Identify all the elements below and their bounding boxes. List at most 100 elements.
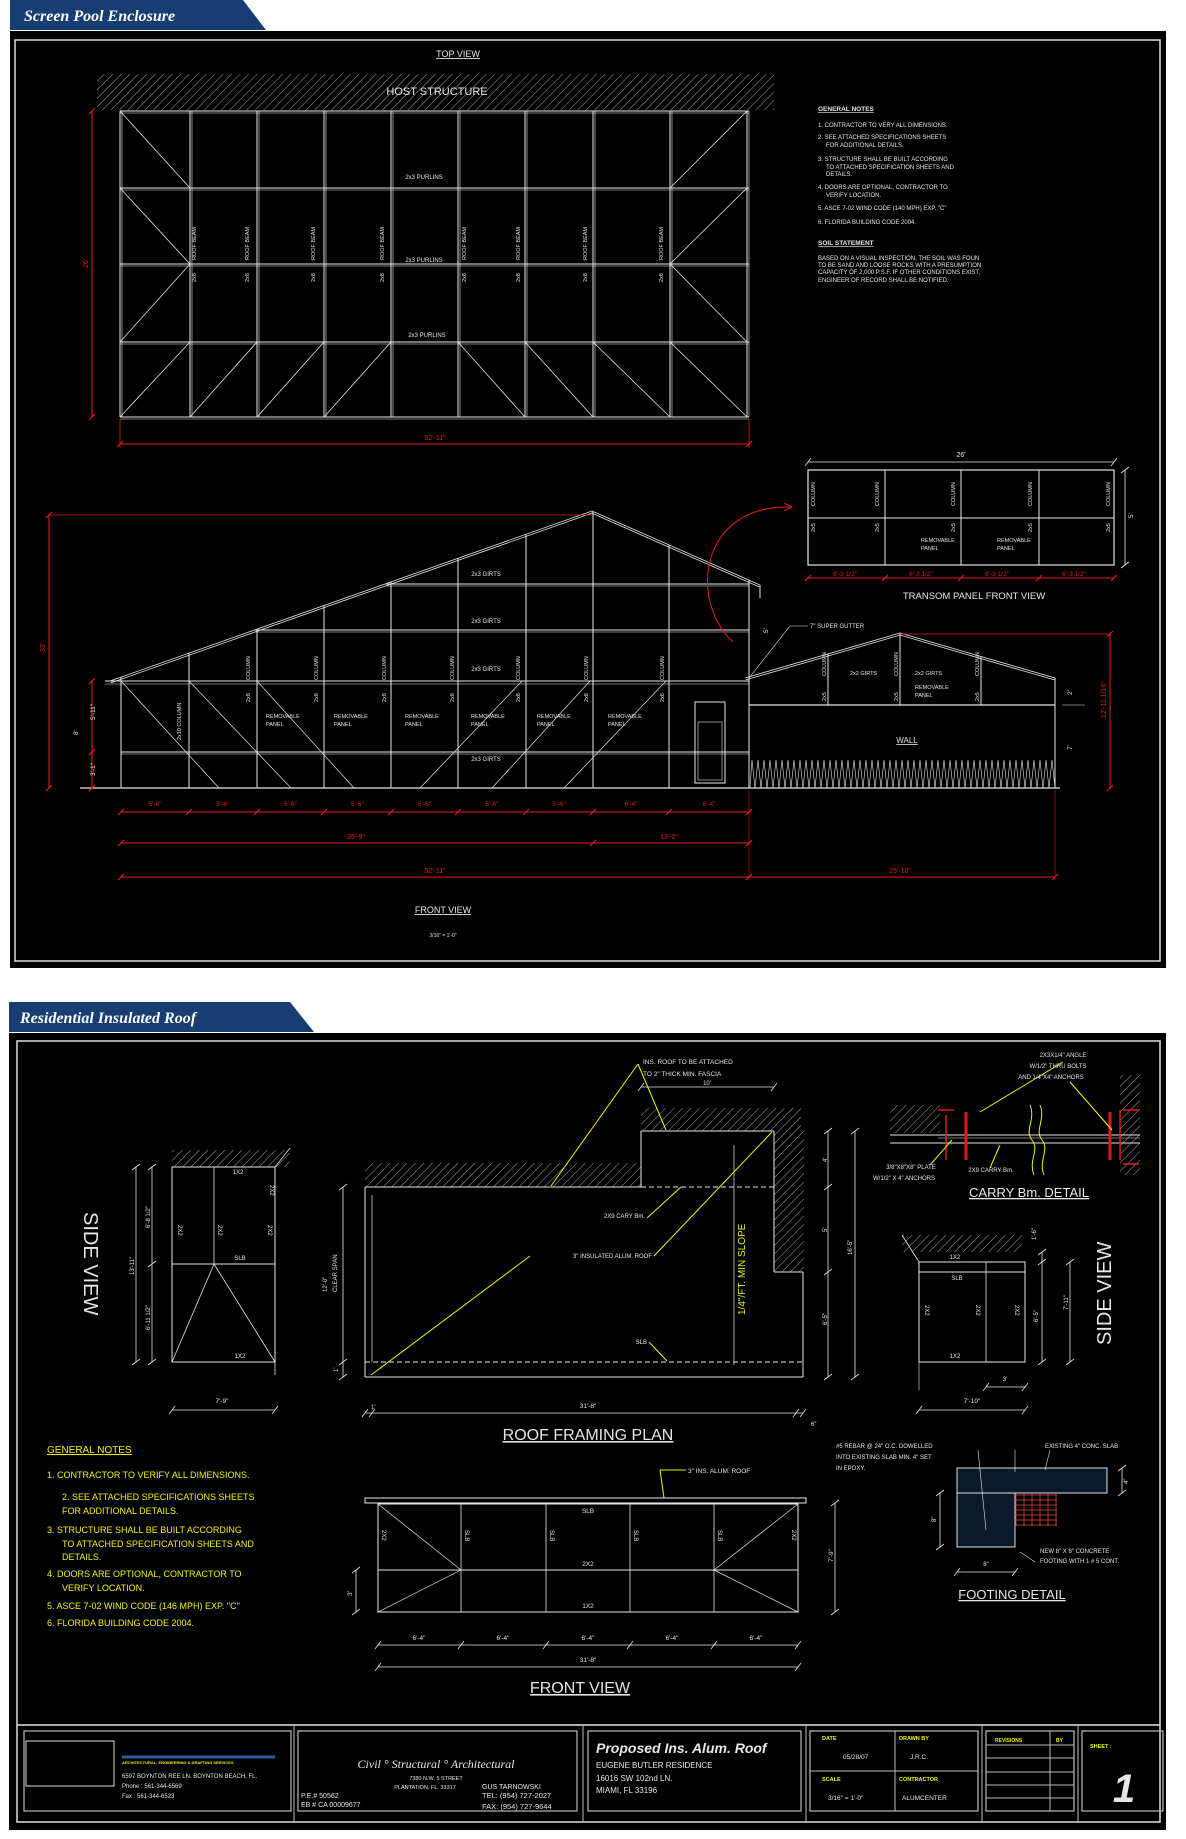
break-line bbox=[1038, 1104, 1046, 1176]
note-line: 3. STRUCTURE SHALL BE BUILT ACCORDING bbox=[818, 157, 948, 163]
brace-line bbox=[188, 680, 292, 789]
brace-line bbox=[713, 1569, 799, 1613]
lanai-rafter bbox=[745, 634, 901, 681]
removable-panel-label: REMOVABLE bbox=[405, 714, 439, 720]
column-size-label: 2x8 bbox=[382, 693, 388, 702]
dimension-tick bbox=[830, 1608, 840, 1616]
plate-note: 3/8"X8"X8" PLATE bbox=[886, 1165, 936, 1171]
footing-brick bbox=[1015, 1494, 1057, 1526]
brace-line bbox=[377, 1569, 462, 1613]
removable-panel-label: REMOVABLE bbox=[915, 685, 949, 691]
date-value: 05/28/07 bbox=[843, 1754, 869, 1761]
title-block-cell bbox=[985, 1730, 1075, 1812]
roof-beam-size: 2x8 bbox=[462, 273, 468, 282]
leader-line bbox=[550, 1063, 639, 1187]
column-label: COLUMN bbox=[951, 482, 957, 506]
dimension-label: 12'-11 1/16" bbox=[1101, 681, 1108, 718]
dimension-label: 26' bbox=[956, 452, 965, 459]
leader-line bbox=[648, 1341, 668, 1362]
dimension-label: 7'-11" bbox=[1064, 1295, 1070, 1310]
shrubs bbox=[749, 759, 1056, 789]
engineer-fax: FAX: (954) 727-9644 bbox=[482, 1802, 552, 1811]
removable-panel-label: PANEL bbox=[997, 546, 1015, 552]
member-label: SLB bbox=[582, 1508, 594, 1515]
panel-dimension-label: 6'-3 1/2" bbox=[1062, 571, 1086, 578]
brace-line bbox=[256, 341, 325, 418]
dimension-tick bbox=[589, 808, 597, 816]
removable-panel-label: REMOVABLE bbox=[471, 714, 505, 720]
column-label: COLUMN bbox=[584, 656, 590, 680]
member-label: 2X2 bbox=[216, 1225, 222, 1236]
engineer-tel: TEL: (954) 727-2027 bbox=[482, 1791, 551, 1800]
leader-line bbox=[929, 1139, 953, 1166]
dimension-label: 31'-8" bbox=[580, 1657, 597, 1664]
member-label: SLB bbox=[951, 1276, 962, 1282]
rebar-note: IN EPOXY. bbox=[836, 1466, 866, 1472]
leader-line bbox=[637, 1063, 667, 1131]
roof-beam-size: 2x8 bbox=[380, 273, 386, 282]
dimension-tick bbox=[710, 1640, 718, 1650]
dimension-label: 33' bbox=[40, 643, 47, 652]
dimension-tick bbox=[1120, 466, 1130, 474]
dimension-tick bbox=[1021, 1382, 1029, 1392]
scale-label: SCALE bbox=[822, 1777, 841, 1783]
leader-line bbox=[370, 1255, 531, 1376]
removable-panel-label: REMOVABLE bbox=[334, 714, 368, 720]
column-label: COLUMN bbox=[894, 652, 900, 676]
title-block-cell bbox=[587, 1730, 802, 1812]
brace-line bbox=[119, 263, 191, 343]
general-note-line: FOR ADDITIONAL DETAILS. bbox=[62, 1506, 179, 1516]
column-size-label: 2x5 bbox=[875, 523, 881, 532]
dimension-label: 3' bbox=[347, 1591, 354, 1596]
member-label: 1X2 bbox=[235, 1354, 246, 1360]
bay-dimension-label: 6'-4" bbox=[582, 1635, 596, 1642]
dimension-tick bbox=[88, 677, 96, 685]
project-city: MIAMI, FL 33196 bbox=[596, 1786, 658, 1795]
removable-panel-label: REMOVABLE bbox=[997, 538, 1031, 544]
roof-rafter bbox=[591, 510, 761, 586]
column-size-label: 2x5 bbox=[975, 692, 981, 701]
brace-line bbox=[377, 1503, 462, 1571]
removable-panel-label: PANEL bbox=[266, 722, 284, 728]
house-wall-hatch bbox=[365, 1163, 641, 1187]
dimension-tick bbox=[387, 808, 395, 816]
bay-dimension-label: 6'-4" bbox=[703, 801, 717, 808]
client-name: EUGENE BUTLER RESIDENCE bbox=[596, 1761, 712, 1770]
dimension-tick bbox=[1117, 1464, 1127, 1472]
dimension-tick bbox=[915, 1405, 923, 1415]
removable-panel-label: PANEL bbox=[608, 722, 626, 728]
note-line: 4. DOORS ARE OPTIONAL, CONTRACTOR TO bbox=[818, 185, 948, 191]
roof-framing-plan-title: ROOF FRAMING PLAN bbox=[503, 1427, 674, 1444]
removable-panel-label: REMOVABLE bbox=[921, 538, 955, 544]
dimension-tick bbox=[770, 1082, 778, 1092]
roof-beam-label: ROOF BEAM bbox=[311, 227, 317, 260]
removable-panel-label: REMOVABLE bbox=[608, 714, 642, 720]
title-block-cell bbox=[23, 1730, 292, 1812]
company-address: 6597 BOYNTON REE LN. BOYNTON BEACH, FL. bbox=[122, 1774, 257, 1780]
dimension-tick bbox=[542, 1640, 550, 1650]
host-structure-hatch bbox=[97, 74, 774, 110]
column-label: COLUMN bbox=[975, 652, 981, 676]
footing-detail-title: FOOTING DETAIL bbox=[958, 1587, 1065, 1602]
leader-line bbox=[646, 1186, 682, 1219]
column-label: COLUMN bbox=[450, 656, 456, 680]
bay-dimension-label: 6'-4" bbox=[497, 1635, 511, 1642]
note-line: VERIFY LOCATION. bbox=[826, 193, 881, 199]
bay-dimension-label: 6'-4" bbox=[413, 1635, 427, 1642]
dimension-tick bbox=[320, 808, 328, 816]
bay-dimension-label: 6'-4" bbox=[625, 801, 639, 808]
house-wall-hatch bbox=[641, 1108, 801, 1131]
roof-beam-size: 2x8 bbox=[192, 273, 198, 282]
leader-line bbox=[1069, 1081, 1113, 1131]
purlin-label: 2x3 PURLINS bbox=[405, 175, 442, 181]
section-title: Residential Insulated Roof bbox=[19, 1010, 198, 1027]
firm-street: 7380 N.W. 5 STREET bbox=[409, 1776, 463, 1782]
panel-dimension-label: 6'-3 1/2" bbox=[909, 571, 933, 578]
slb-label: SLB bbox=[636, 1340, 647, 1346]
project-address: 16016 SW 102nd LN. bbox=[596, 1774, 673, 1783]
plate-note: W/1/2" X 4" ANCHORS bbox=[873, 1176, 935, 1182]
house-wall-hatch bbox=[774, 1131, 804, 1272]
dimension-tick bbox=[117, 873, 125, 881]
soil-statement-title: SOIL STATEMENT bbox=[818, 240, 874, 247]
dimension-tick bbox=[881, 574, 889, 582]
